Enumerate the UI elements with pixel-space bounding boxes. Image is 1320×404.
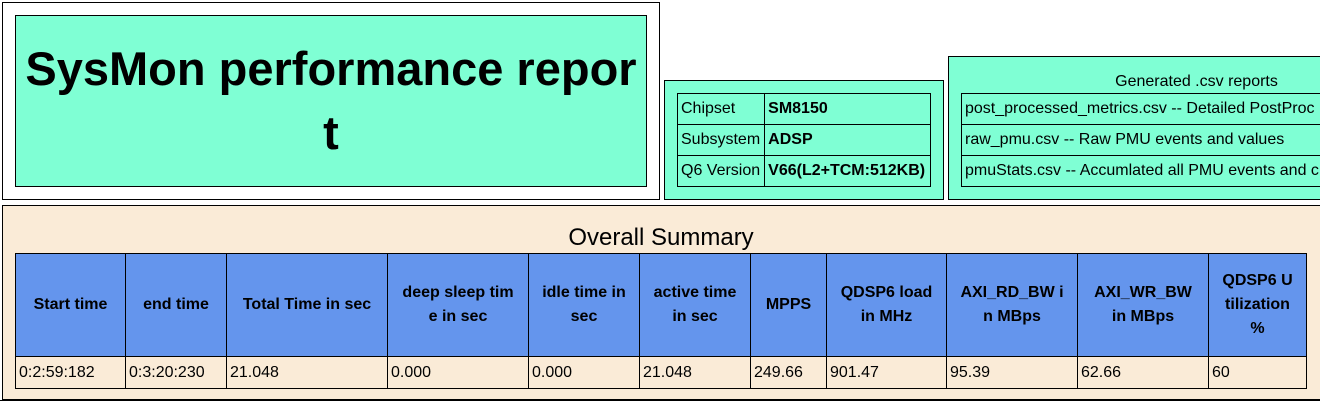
title-frame <box>2 2 660 200</box>
chipset-value: SM8150 <box>764 93 931 125</box>
column-header: active time in sec <box>639 253 751 357</box>
csv-report-item[interactable]: pmuStats.csv -- Accumlated all PMU event… <box>961 155 1320 187</box>
table-cell: 21.048 <box>226 356 388 389</box>
table-cell: 21.048 <box>639 356 751 389</box>
subsystem-label: Subsystem <box>676 124 766 156</box>
page-title: SysMon performance report <box>15 15 647 187</box>
column-header: end time <box>125 253 227 357</box>
column-header: deep sleep time in sec <box>387 253 529 357</box>
table-cell: 95.39 <box>946 356 1078 389</box>
divider <box>0 400 1320 404</box>
table-cell: 0.000 <box>528 356 640 389</box>
csv-reports-table: post_processed_metrics.csv -- Detailed P… <box>961 93 1320 187</box>
table-cell: 0:2:59:182 <box>15 356 126 389</box>
table-cell: 0:3:20:230 <box>125 356 227 389</box>
chipset-label: Chipset <box>676 93 766 125</box>
column-header: Total Time in sec <box>226 253 388 357</box>
subsystem-value: ADSP <box>764 124 931 156</box>
table-row: pmuStats.csv -- Accumlated all PMU event… <box>961 155 1320 187</box>
table-cell: 0.000 <box>387 356 529 389</box>
csv-report-item[interactable]: raw_pmu.csv -- Raw PMU events and values <box>961 124 1320 156</box>
column-header: AXI_WR_BW in MBps <box>1077 253 1209 357</box>
q6-version-label: Q6 Version <box>676 155 766 187</box>
table-cell: 60 <box>1208 356 1307 389</box>
table-cell: 62.66 <box>1077 356 1209 389</box>
column-header: QDSP6 Utilization % <box>1208 253 1307 357</box>
column-header: MPPS <box>750 253 827 357</box>
column-header: QDSP6 load in MHz <box>826 253 947 357</box>
csv-reports-title: Generated .csv reports <box>1115 73 1278 90</box>
q6-version-value: V66(L2+TCM:512KB) <box>764 155 931 187</box>
column-header: idle time in sec <box>528 253 640 357</box>
table-row: raw_pmu.csv -- Raw PMU events and values <box>961 124 1320 156</box>
column-header: Start time <box>15 253 126 357</box>
table-row: post_processed_metrics.csv -- Detailed P… <box>961 93 1320 125</box>
csv-report-item[interactable]: post_processed_metrics.csv -- Detailed P… <box>961 93 1320 125</box>
csv-reports-panel: Generated .csv reports post_processed_me… <box>948 56 1320 200</box>
column-header: AXI_RD_BW in MBps <box>946 253 1078 357</box>
table-cell: 901.47 <box>826 356 947 389</box>
table-cell: 249.66 <box>750 356 827 389</box>
summary-title: Overall Summary <box>568 224 754 251</box>
